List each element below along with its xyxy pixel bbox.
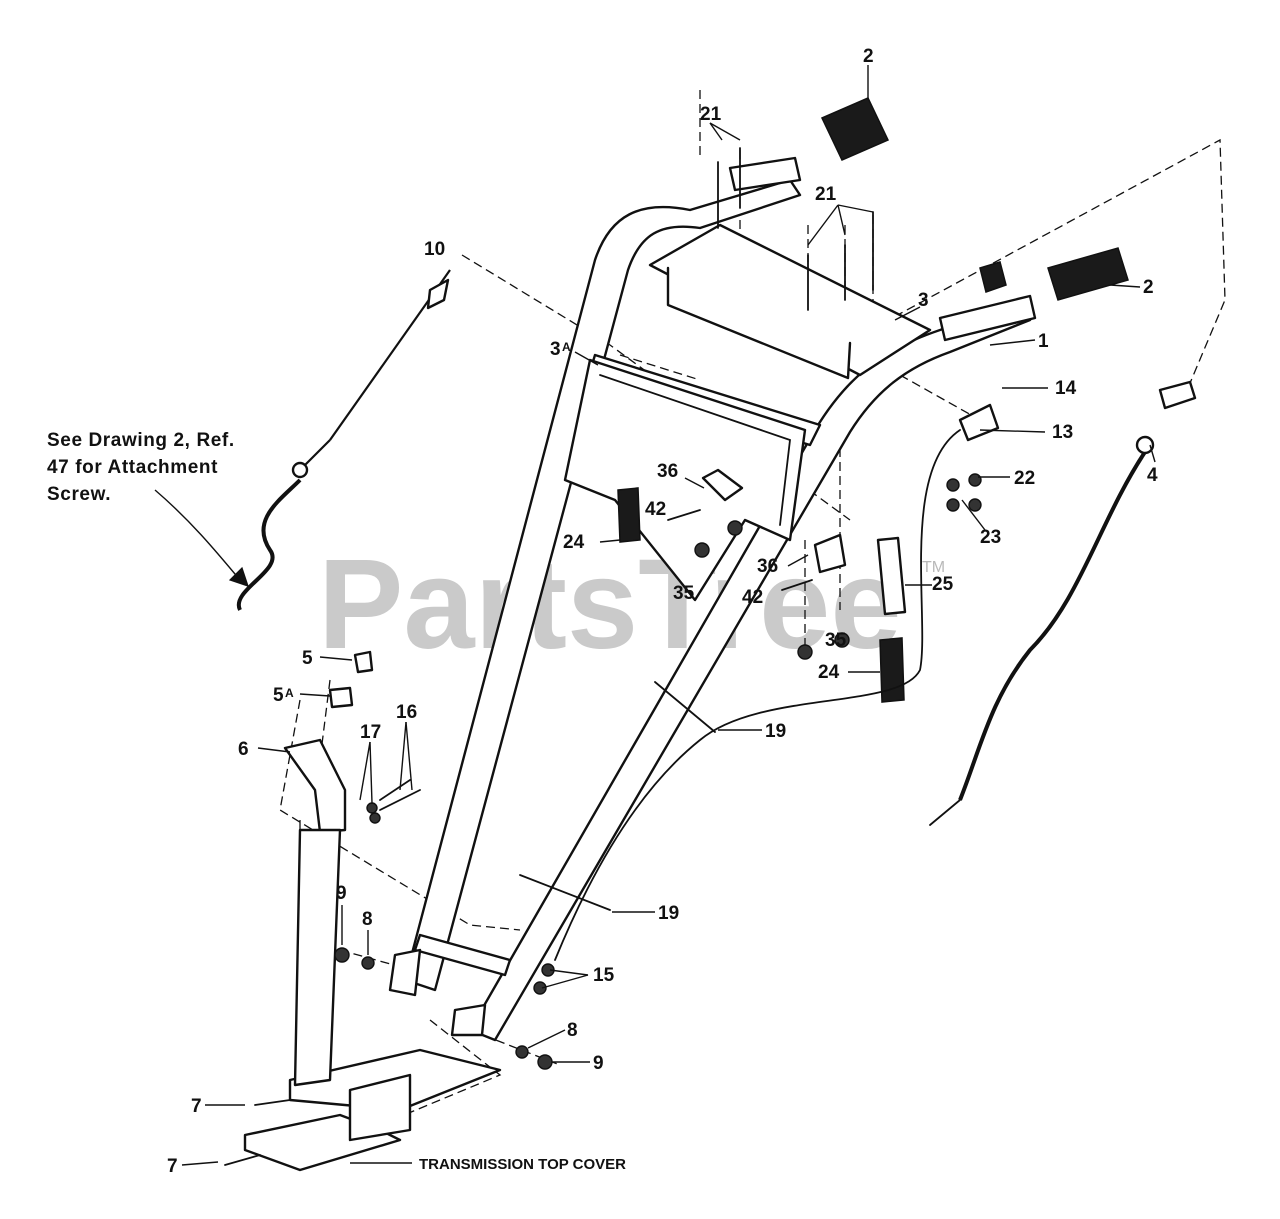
- callout-2-top: 2: [863, 46, 874, 67]
- callout-7-upper: 7: [191, 1096, 202, 1117]
- callout-25: 25: [932, 574, 954, 595]
- callout-3a-suffix: A: [562, 340, 571, 354]
- hardware-nuts-washers: [334, 947, 555, 1070]
- throttle-cable-4: [929, 380, 1197, 826]
- callout-19-lower: 19: [658, 903, 679, 924]
- callout-9-right: 9: [593, 1053, 604, 1074]
- note-arrow-head: [228, 566, 249, 587]
- transmission-top-cover: [224, 828, 502, 1172]
- callout-24-right: 24: [818, 662, 840, 683]
- control-lever-assembly: [946, 261, 1007, 512]
- panel-plate-3a: [563, 358, 807, 602]
- callout-36-left: 36: [657, 461, 678, 482]
- callout-3a: 3: [550, 339, 561, 360]
- transmission-top-cover-label: TRANSMISSION TOP COVER: [419, 1156, 626, 1173]
- callout-36-right: 36: [757, 556, 778, 577]
- callout-21-center: 21: [815, 184, 837, 205]
- callout-10: 10: [424, 239, 445, 260]
- bolts-21: [717, 147, 874, 311]
- callout-9-left: 9: [336, 883, 347, 904]
- control-cable-10: [236, 269, 451, 611]
- callout-21-left: 21: [700, 104, 722, 125]
- callout-1: 1: [1038, 331, 1049, 352]
- callout-15: 15: [593, 965, 615, 986]
- callout-19-upper: 19: [765, 721, 786, 742]
- callout-3: 3: [918, 290, 929, 311]
- callout-24-left: 24: [563, 532, 585, 553]
- note-line-2: 47 for Attachment: [47, 457, 218, 478]
- callout-8-left: 8: [362, 909, 373, 930]
- callout-7-lower: 7: [167, 1156, 178, 1177]
- callout-8-right: 8: [567, 1020, 578, 1041]
- nuts-35: [694, 520, 850, 660]
- callout-16: 16: [396, 702, 417, 723]
- callout-35-right: 35: [825, 630, 847, 651]
- bracket-assembly: [283, 650, 421, 834]
- callout-42-left: 42: [645, 499, 666, 520]
- callout-13: 13: [1052, 422, 1073, 443]
- watermark: PartsTree: [318, 533, 902, 676]
- callout-6: 6: [238, 739, 249, 760]
- watermark-trademark: TM: [922, 559, 945, 576]
- cables-19: [519, 429, 961, 961]
- callout-4: 4: [1147, 465, 1158, 486]
- note-line-3: Screw.: [47, 484, 111, 505]
- callout-35-left: 35: [673, 583, 695, 604]
- control-levers: [617, 468, 907, 703]
- callout-5a: 5: [273, 685, 284, 706]
- callout-22: 22: [1014, 468, 1035, 489]
- callout-23: 23: [980, 527, 1001, 548]
- handle-grips: [728, 97, 1129, 342]
- callout-5a-suffix: A: [285, 686, 294, 700]
- note-line-1: See Drawing 2, Ref.: [47, 430, 235, 451]
- callout-5: 5: [302, 648, 313, 669]
- callout-14: 14: [1055, 378, 1077, 399]
- leader-lines: [154, 65, 1156, 1166]
- callout-42-right: 42: [742, 587, 763, 608]
- callout-17: 17: [360, 722, 381, 743]
- callout-2-right: 2: [1143, 277, 1154, 298]
